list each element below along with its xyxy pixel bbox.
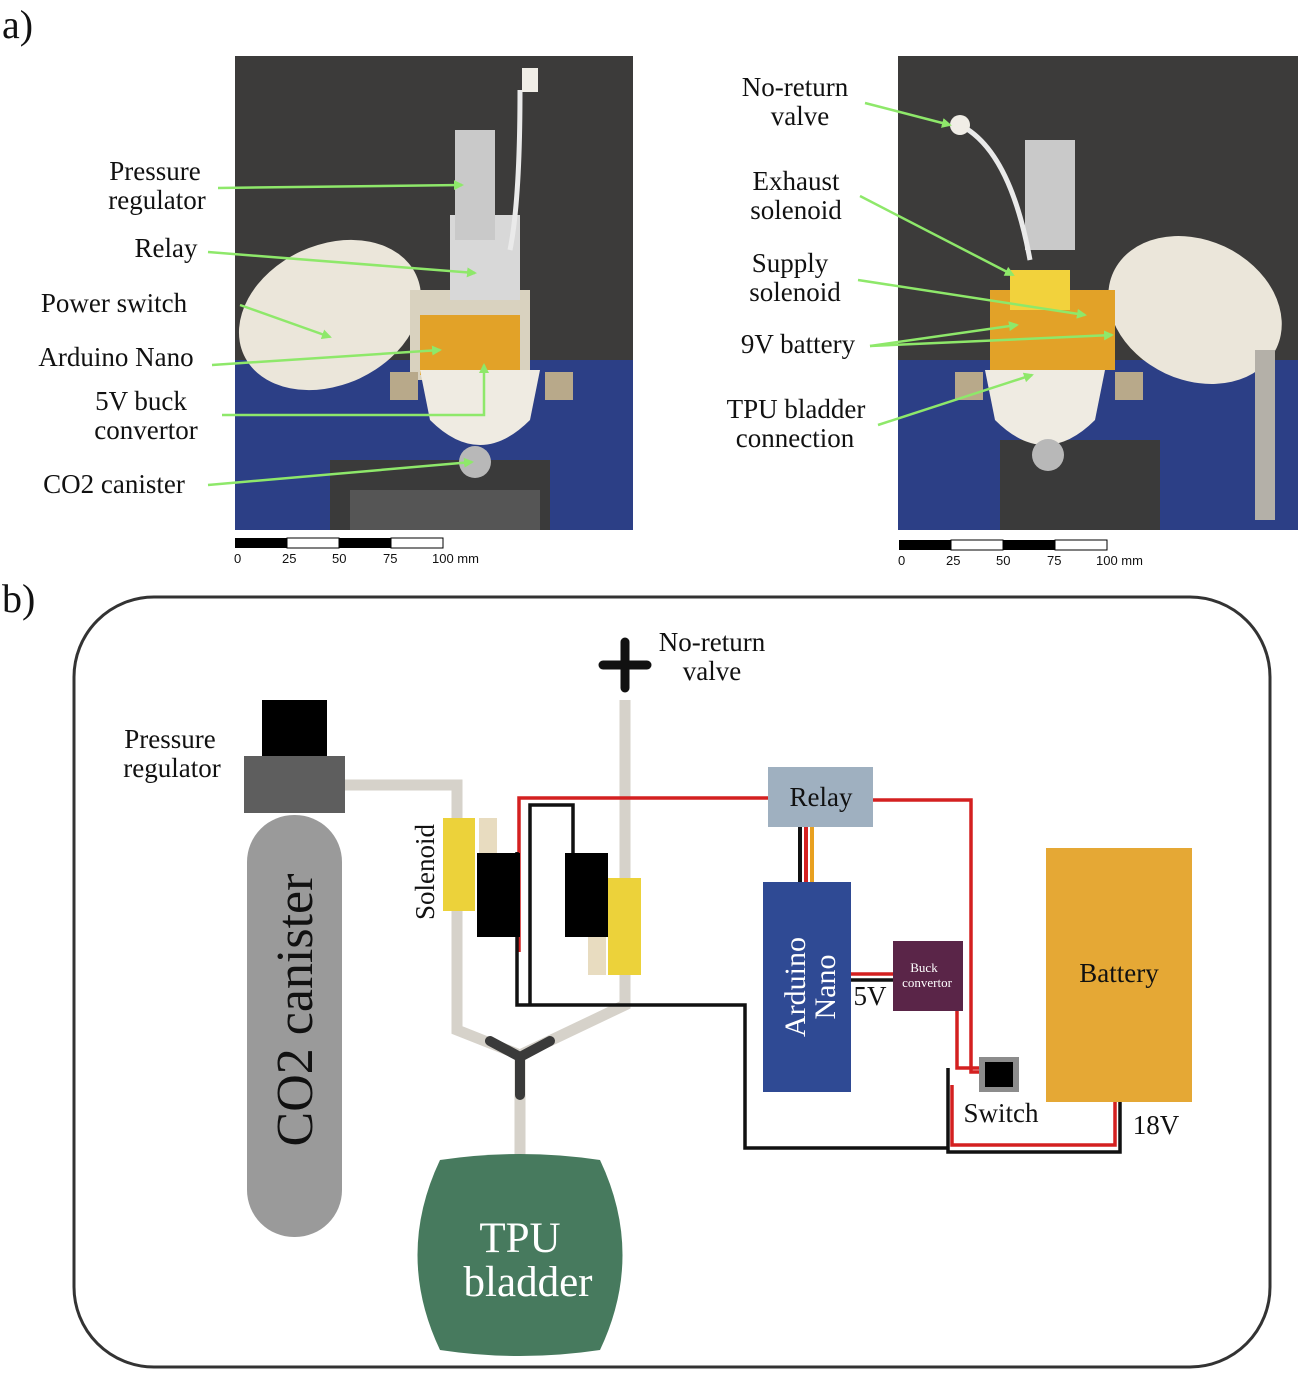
scale-right-100: 100 mm <box>1096 553 1143 568</box>
label-exhaust-2: solenoid <box>750 195 842 225</box>
label-noreturn-1: No-return <box>742 72 849 102</box>
schem-tpu-2: bladder <box>464 1259 593 1306</box>
schem-buck-2: convertor <box>902 975 952 990</box>
schem-18v: 18V <box>1133 1110 1180 1140</box>
exhaust-solenoid-coil <box>443 818 475 911</box>
scale-left-75: 75 <box>383 551 397 566</box>
label-tpu-1: TPU bladder <box>727 394 866 424</box>
arduino-nano <box>763 882 851 1092</box>
battery <box>1046 848 1192 1102</box>
label-arduino-nano: Arduino Nano <box>38 342 193 372</box>
right-photo <box>898 56 1298 530</box>
co2-canister <box>247 815 342 1237</box>
arrow-power-switch <box>239 303 332 340</box>
label-supply-2: solenoid <box>749 277 841 307</box>
schem-relay: Relay <box>790 782 853 812</box>
label-9v-battery: 9V battery <box>741 329 856 359</box>
label-buck-2: convertor <box>94 415 197 445</box>
arrow-arduino-nano <box>211 345 442 367</box>
schem-co2-canister: CO2 canister <box>267 874 324 1147</box>
schem-battery: Battery <box>1079 958 1159 988</box>
schem-switch: Switch <box>963 1098 1039 1128</box>
y-junction <box>485 1036 555 1100</box>
scale-bar-right: 0 25 50 75 100 mm <box>898 539 1143 568</box>
relay <box>768 767 873 827</box>
arrow-tpu-connection <box>877 372 1034 427</box>
schem-noreturn-2: valve <box>683 656 741 686</box>
scale-left-25: 25 <box>282 551 296 566</box>
power-switch-toggle <box>985 1062 1013 1087</box>
schem-arduino-2: Nano <box>809 955 842 1020</box>
exhaust-solenoid-body <box>477 853 520 937</box>
schem-solenoid: Solenoid <box>410 824 440 921</box>
label-co2-canister: CO2 canister <box>43 469 185 499</box>
label-relay: Relay <box>135 233 198 263</box>
label-supply-1: Supply <box>752 248 829 278</box>
panel-b-label: b) <box>2 576 35 621</box>
arrow-9v-battery-b <box>869 330 1114 348</box>
annotation-arrows <box>207 101 1114 487</box>
schem-noreturn-1: No-return <box>659 627 766 657</box>
arrow-buck-convertor <box>222 363 489 417</box>
tpu-bladder <box>417 1154 623 1356</box>
supply-solenoid-body <box>565 853 608 937</box>
supply-solenoid-coil <box>608 878 641 975</box>
schem-arduino-1: Arduino <box>779 937 812 1037</box>
schem-tpu-1: TPU <box>479 1215 560 1262</box>
label-buck-1: 5V buck <box>95 386 187 416</box>
scale-right-0: 0 <box>898 553 905 568</box>
schem-5v: 5V <box>854 981 888 1011</box>
scale-left-50: 50 <box>332 551 346 566</box>
label-noreturn-2: valve <box>771 101 829 131</box>
arrow-pressure-regulator <box>217 180 464 191</box>
label-power-switch: Power switch <box>41 288 188 318</box>
scale-right-75: 75 <box>1047 553 1061 568</box>
scale-right-50: 50 <box>996 553 1010 568</box>
left-photo <box>235 56 633 530</box>
schem-regulator-2: regulator <box>123 753 220 783</box>
scale-right-25: 25 <box>946 553 960 568</box>
scale-left-100: 100 mm <box>432 551 479 566</box>
panel-a-label: a) <box>2 2 33 47</box>
no-return-valve-icon <box>598 637 652 693</box>
arrow-supply-solenoid <box>857 278 1087 319</box>
arrow-exhaust-solenoid <box>859 194 1015 277</box>
arrow-co2-canister <box>207 457 474 487</box>
label-pressure-1: Pressure <box>109 156 200 186</box>
arrow-no-return-valve <box>864 101 952 128</box>
label-pressure-2: regulator <box>108 185 205 215</box>
pressure-regulator <box>244 756 345 813</box>
buck-convertor <box>893 941 963 1011</box>
scale-left-0: 0 <box>234 551 241 566</box>
schem-regulator-1: Pressure <box>124 724 215 754</box>
schem-buck-1: Buck <box>910 960 938 975</box>
arrow-9v-battery-a <box>869 321 1019 348</box>
scale-bar-left: 0 25 50 75 100 mm <box>234 537 479 566</box>
schematic-frame <box>72 595 1272 1369</box>
arrow-relay <box>207 250 477 278</box>
label-tpu-2: connection <box>736 423 855 453</box>
label-exhaust-1: Exhaust <box>753 166 840 196</box>
regulator-knob <box>262 700 327 758</box>
